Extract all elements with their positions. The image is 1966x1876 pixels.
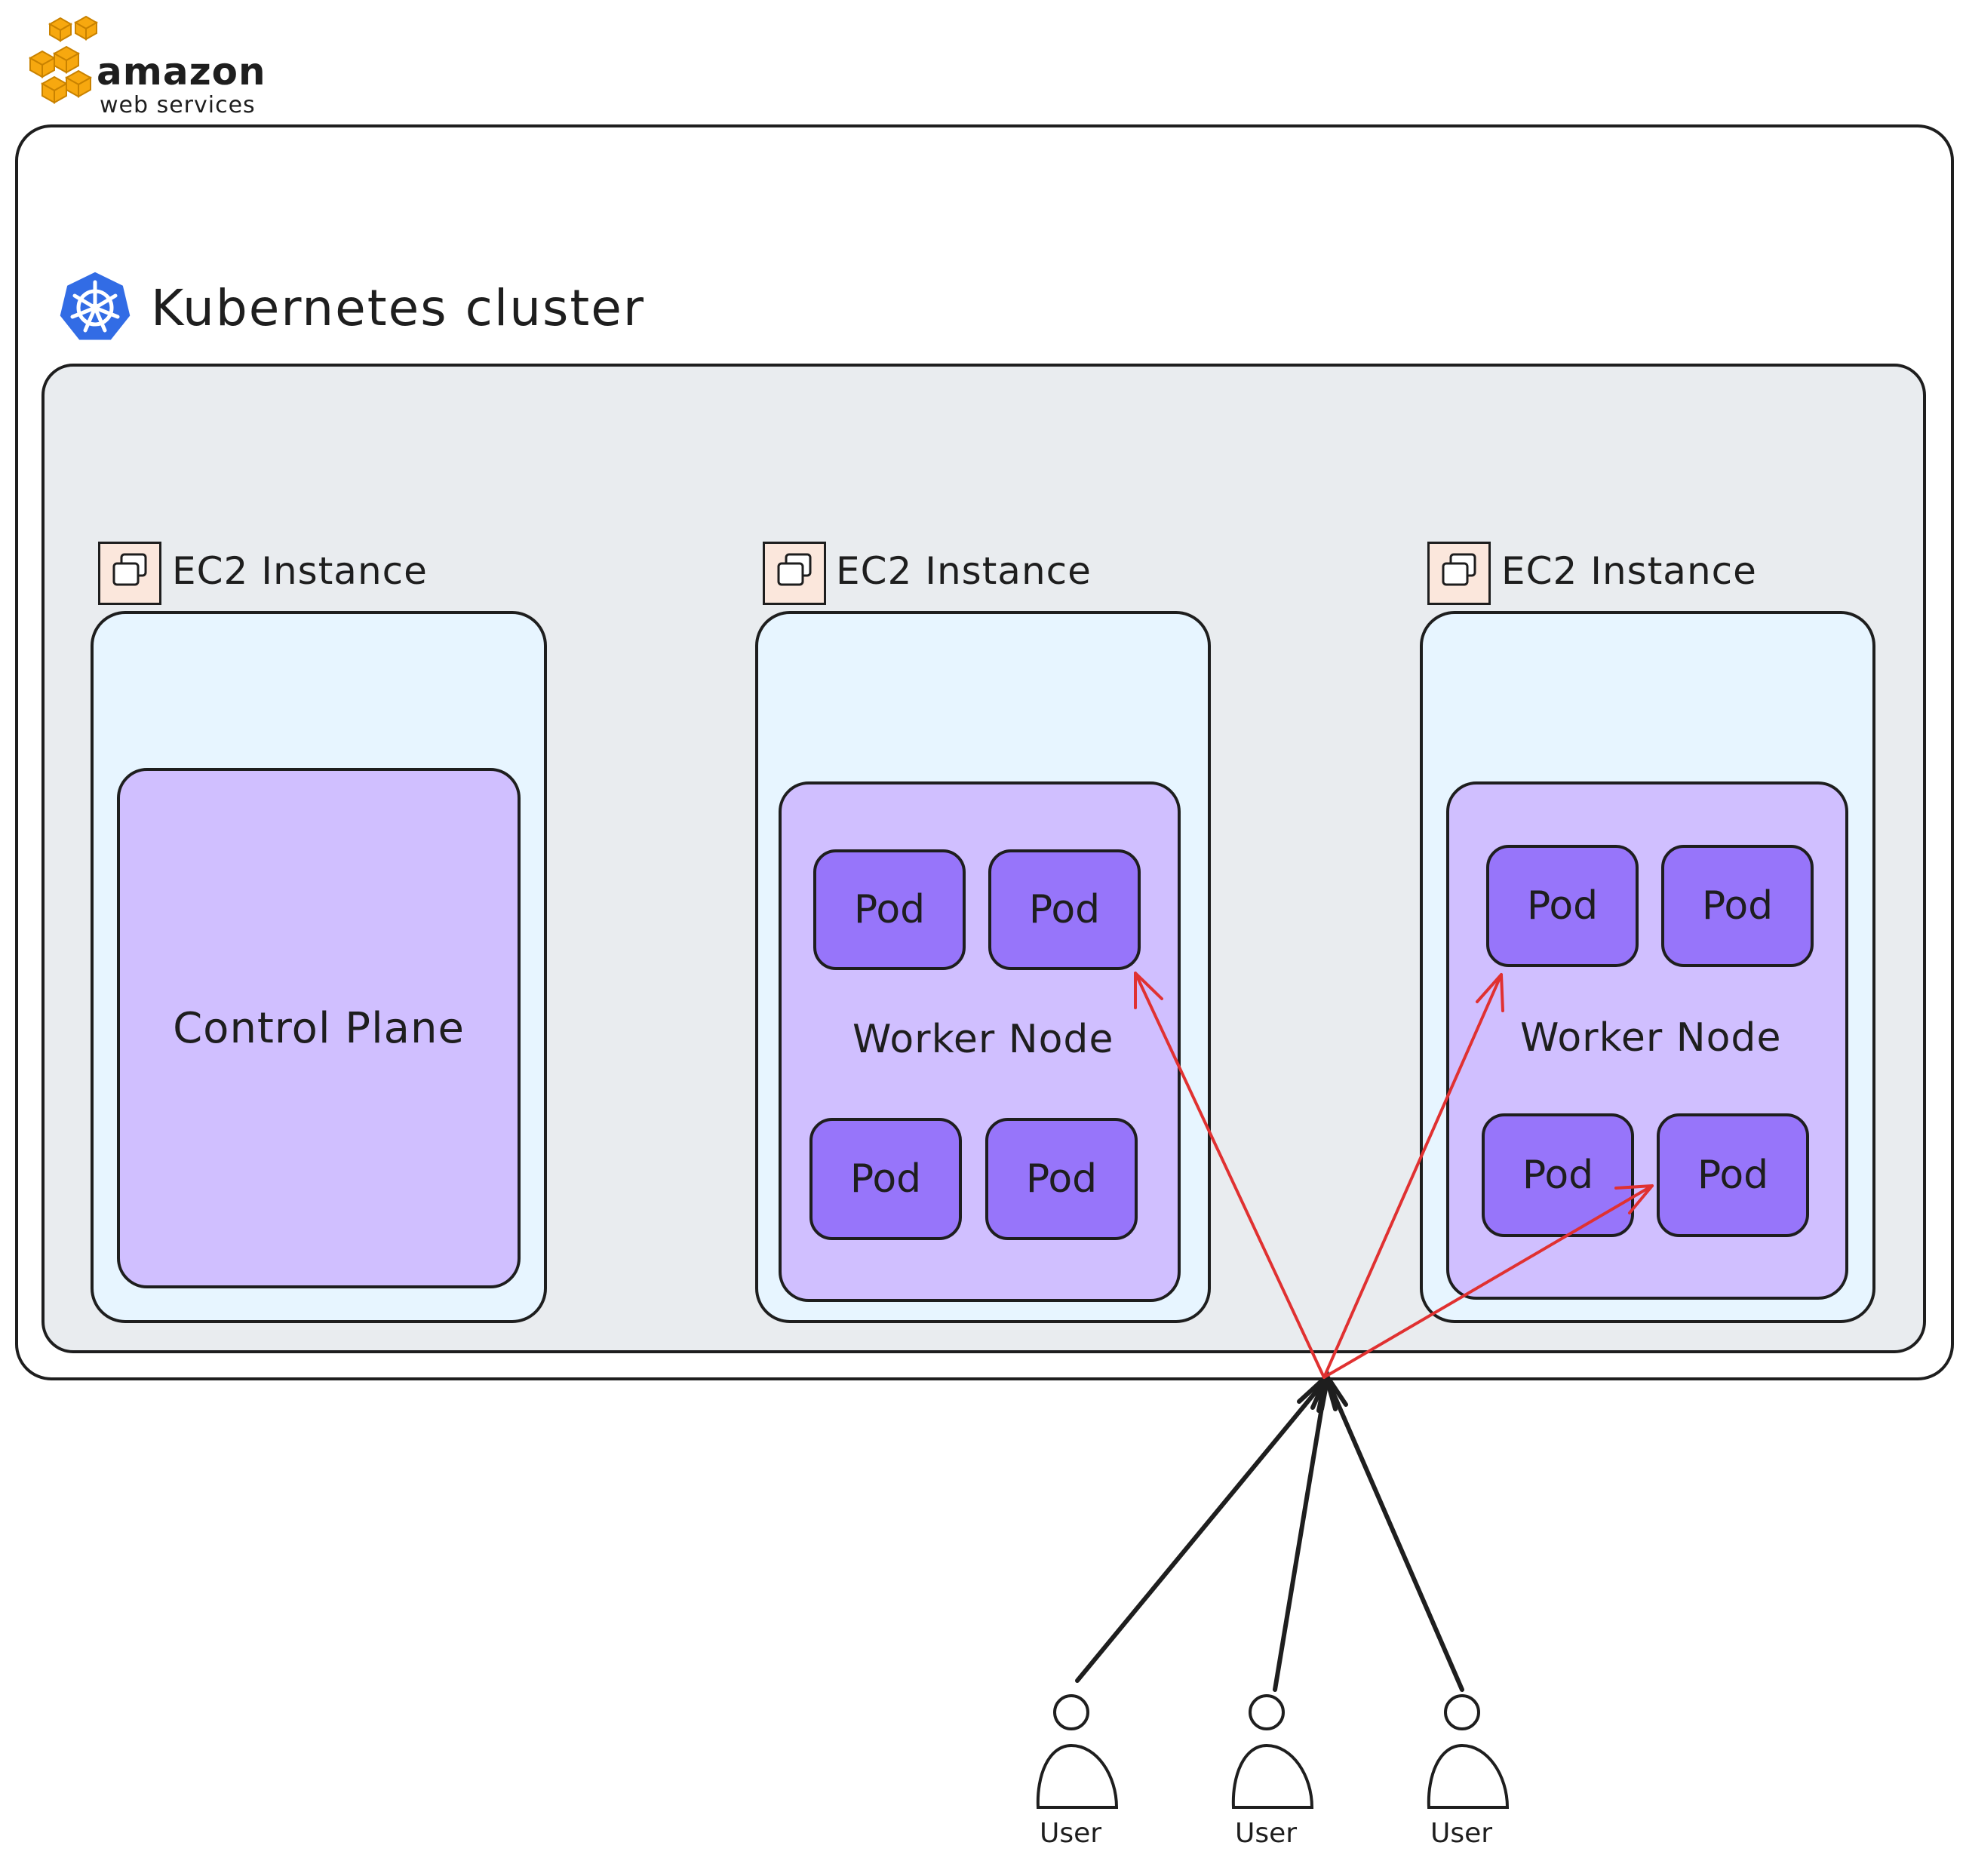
aws-cubes-icon xyxy=(28,15,99,104)
pod-label: Pod xyxy=(1526,883,1599,929)
pod: Pod xyxy=(1486,845,1639,967)
pod: Pod xyxy=(1482,1113,1634,1237)
ec2-instance-label: EC2 Instance xyxy=(1501,549,1757,593)
worker-node-label: Worker Node xyxy=(852,1017,1114,1062)
pod-label: Pod xyxy=(1701,883,1774,929)
user-arrow xyxy=(1273,1378,1329,1692)
pod: Pod xyxy=(1661,845,1814,967)
user-label: User xyxy=(1235,1818,1298,1849)
user-icon xyxy=(1231,1694,1314,1809)
cluster-title: Kubernetes cluster xyxy=(151,279,646,337)
pod-label: Pod xyxy=(1697,1153,1769,1198)
pod: Pod xyxy=(1657,1113,1809,1237)
pod: Pod xyxy=(809,1118,962,1240)
user-actor: User xyxy=(1032,1693,1121,1849)
pod-label: Pod xyxy=(853,887,926,932)
aws-logo: amazon web services xyxy=(27,14,276,118)
aws-logo-amazon-text: amazon xyxy=(97,50,266,94)
pod: Pod xyxy=(985,1118,1138,1240)
pod-label: Pod xyxy=(1025,1156,1098,1202)
kubernetes-icon xyxy=(53,266,137,350)
user-label: User xyxy=(1040,1818,1102,1849)
routing-arrow xyxy=(1322,973,1503,1379)
aws-logo-webservices-text: web services xyxy=(100,92,256,118)
ec2-instance-icon xyxy=(763,542,826,605)
pod-label: Pod xyxy=(1028,887,1101,932)
user-arrow xyxy=(1075,1380,1326,1683)
user-icon xyxy=(1427,1694,1510,1809)
pod-label: Pod xyxy=(1522,1153,1594,1198)
control-plane: Control Plane xyxy=(117,768,521,1288)
ec2-instance-label: EC2 Instance xyxy=(172,549,428,593)
worker-node-label: Worker Node xyxy=(1520,1015,1782,1061)
ec2-instance-label: EC2 Instance xyxy=(836,549,1092,593)
user-arrow xyxy=(1326,1378,1464,1692)
pod: Pod xyxy=(988,849,1141,970)
user-actor: User xyxy=(1423,1693,1512,1849)
control-plane-label: Control Plane xyxy=(173,1003,465,1053)
user-actor: User xyxy=(1227,1693,1316,1849)
pod: Pod xyxy=(813,849,966,970)
ec2-instance-icon xyxy=(98,542,161,605)
user-label: User xyxy=(1430,1818,1493,1849)
routing-arrow xyxy=(1134,972,1326,1379)
pod-label: Pod xyxy=(849,1156,922,1202)
ec2-instance-icon xyxy=(1427,542,1491,605)
user-icon xyxy=(1036,1694,1119,1809)
routing-arrow xyxy=(1322,1184,1654,1379)
